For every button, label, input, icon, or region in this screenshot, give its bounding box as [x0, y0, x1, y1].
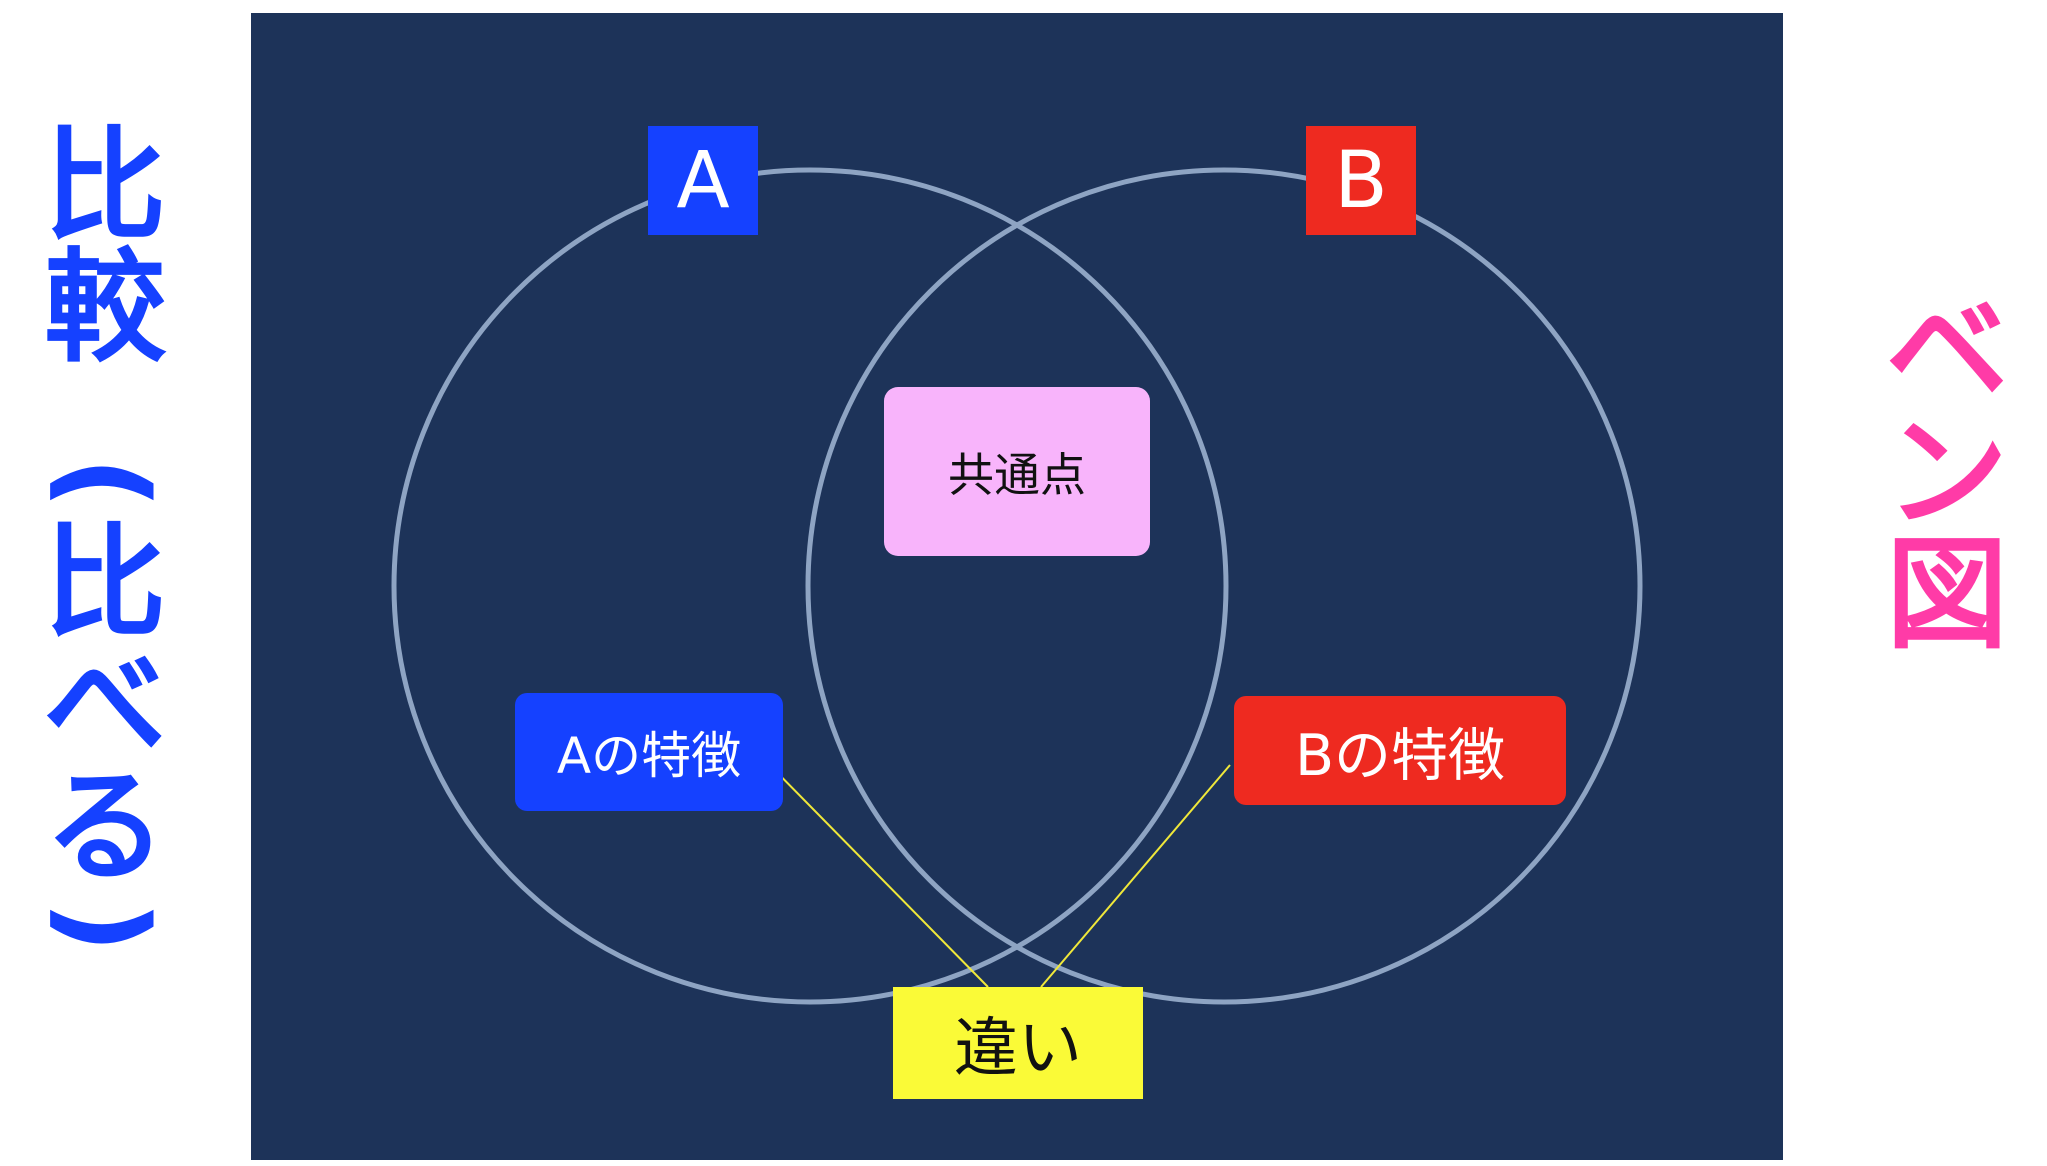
left-title-char-2: 較 — [44, 237, 166, 379]
right-title-char-3: 図 — [1886, 524, 2008, 666]
left-title-paren-char-3: る — [44, 756, 166, 898]
left-vertical-title: 比 較 ( 比 べ る ) — [30, 125, 180, 966]
set-a-circle — [391, 167, 1229, 1005]
venn-diagram-panel: A B 共通点 Aの特徴 Bの特徴 違い — [251, 13, 1783, 1160]
set-b-label: B — [1306, 126, 1416, 235]
right-title-char-2: ン — [1886, 402, 2008, 544]
right-title-char-1: ベ — [1886, 280, 2008, 422]
left-title-open-paren: ( — [37, 456, 173, 510]
left-title-close-paren: ) — [37, 900, 173, 954]
connector-line-b — [1040, 764, 1231, 988]
right-vertical-title: ベ ン 図 — [1872, 290, 2022, 656]
set-a-label: A — [648, 126, 758, 235]
left-title-char-1: 比 — [44, 115, 166, 257]
set-b-circle — [805, 167, 1643, 1005]
feature-b-box: Bの特徴 — [1234, 696, 1566, 805]
venn-diagram-svg — [391, 167, 1643, 1005]
left-title-paren-char-1: 比 — [44, 512, 166, 654]
connector-line-a — [755, 750, 989, 988]
feature-a-box: Aの特徴 — [515, 693, 783, 811]
common-points-box: 共通点 — [884, 387, 1150, 556]
difference-box: 違い — [893, 987, 1143, 1099]
left-title-paren-char-2: べ — [44, 634, 166, 776]
